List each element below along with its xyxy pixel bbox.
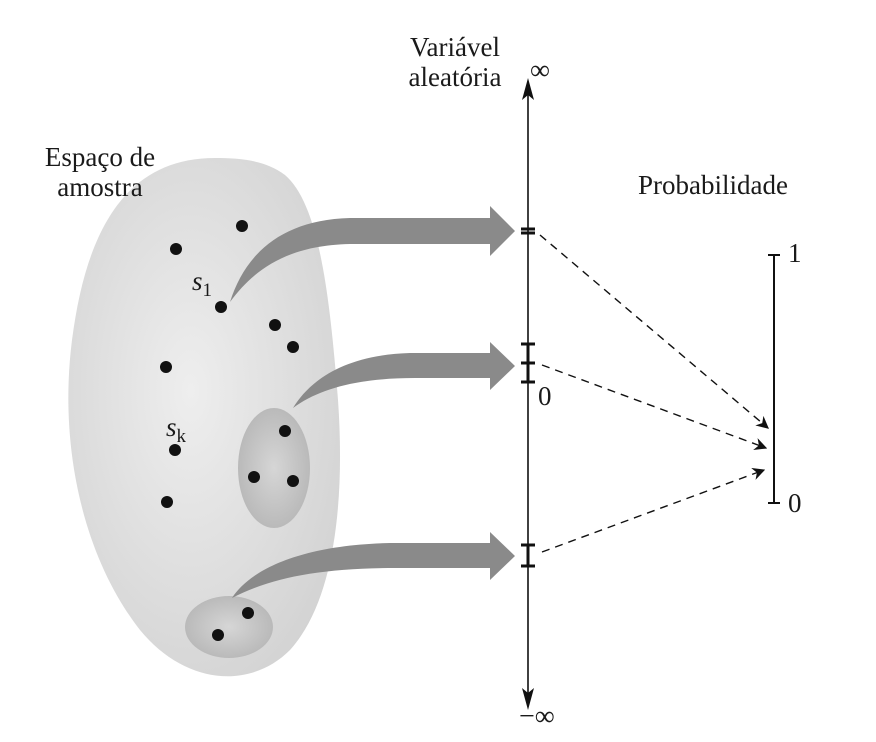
sample-point xyxy=(248,471,260,483)
sample-point xyxy=(269,319,281,331)
sample-space-label-line2: amostra xyxy=(57,172,143,202)
sample-point xyxy=(279,425,291,437)
axis-arrowhead-top xyxy=(522,78,534,100)
sample-point xyxy=(160,361,172,373)
axis-bottom-infinity-label: −∞ xyxy=(519,701,555,732)
sample-point xyxy=(236,220,248,232)
dashed-arrow-upper xyxy=(539,234,769,429)
axis-interval-marks xyxy=(521,227,535,568)
sample-space-label: Espaço de amostra xyxy=(20,142,180,202)
sample-point-s1 xyxy=(215,301,227,313)
subset-region-middle xyxy=(238,408,310,528)
random-variable-label-line1: Variável xyxy=(410,32,500,62)
mapping-arrow-lower xyxy=(232,532,515,598)
sample-point xyxy=(212,629,224,641)
sample-point xyxy=(287,475,299,487)
axis-zero-label: 0 xyxy=(538,381,552,411)
sk-letter: s xyxy=(166,412,177,442)
sample-point xyxy=(161,496,173,508)
random-variable-label: Variável aleatória xyxy=(380,32,530,92)
probability-one-label: 1 xyxy=(788,238,802,268)
probability-scale xyxy=(768,254,780,504)
random-variable-axis xyxy=(522,78,534,710)
sk-label: sk xyxy=(166,412,187,447)
sample-space-label-line1: Espaço de xyxy=(44,142,156,172)
random-variable-label-line2: aleatória xyxy=(408,62,502,92)
s1-label: s1 xyxy=(192,266,213,301)
sk-index: k xyxy=(176,426,187,447)
sample-point xyxy=(170,243,182,255)
s1-letter: s xyxy=(192,266,203,296)
probability-zero-label: 0 xyxy=(788,488,802,518)
axis-arrowhead-bottom xyxy=(522,688,534,710)
sample-point xyxy=(287,341,299,353)
axis-top-infinity-label: ∞ xyxy=(530,55,550,86)
dashed-arrow-middle xyxy=(541,364,768,450)
mapping-arrow-middle xyxy=(293,342,515,408)
sample-points xyxy=(160,220,299,641)
sample-space-blob xyxy=(68,158,341,677)
mapping-arrow-upper xyxy=(230,206,515,302)
s1-index: 1 xyxy=(202,280,213,301)
probability-label: Probabilidade xyxy=(638,170,788,200)
probability-mapping-lines xyxy=(539,234,769,553)
subset-region-bottom xyxy=(185,596,273,658)
dashed-arrow-lower xyxy=(541,468,766,553)
sample-point xyxy=(242,607,254,619)
sample-point-sk xyxy=(169,444,181,456)
